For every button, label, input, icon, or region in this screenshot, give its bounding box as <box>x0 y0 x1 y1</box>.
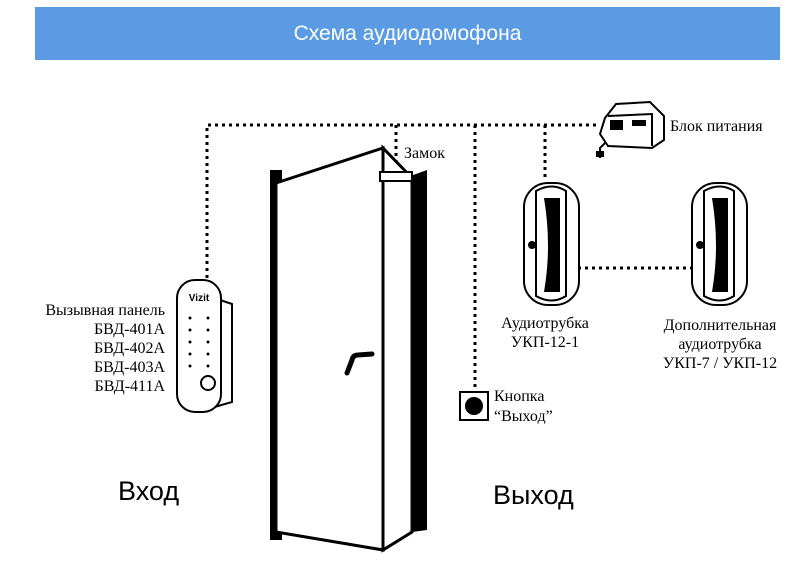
call-panel: Vizit <box>176 279 233 413</box>
call-panel-heading: Вызывная панель <box>45 302 165 319</box>
door-handle <box>344 351 375 376</box>
door-edge <box>381 144 414 553</box>
door <box>270 144 427 553</box>
call-panel-model: БВД-403А <box>93 359 165 376</box>
wiring <box>205 123 692 392</box>
power-supply <box>596 100 665 158</box>
extra-handset <box>691 182 748 306</box>
handset-model: УКП-12-1 <box>510 334 580 351</box>
handset-label: Аудиотрубка УКП-12-1 <box>480 314 610 352</box>
call-button <box>200 375 216 391</box>
extra-handset-line1: Дополнительная <box>663 317 777 334</box>
title-banner: Схема аудиодомофона <box>35 7 780 60</box>
extra-handset-model: УКП-7 / УКП-12 <box>662 355 778 372</box>
call-panel-model: БВД-401А <box>93 321 165 338</box>
door-leaf <box>274 145 385 552</box>
lock <box>379 171 413 182</box>
extra-handset-line2: аудиотрубка <box>678 336 762 353</box>
exit-button <box>459 391 489 421</box>
entry-label: Вход <box>118 476 180 506</box>
handset <box>523 182 580 306</box>
exit-button-line1: Кнопка <box>494 388 545 405</box>
extra-handset-label: Дополнительная аудиотрубка УКП-7 / УКП-1… <box>645 316 795 373</box>
call-panel-label: Вызывная панель БВД-401А БВД-402А БВД-40… <box>10 301 165 396</box>
handset-name: Аудиотрубка <box>501 315 589 332</box>
call-panel-model: БВД-411А <box>94 378 165 395</box>
call-panel-model: БВД-402А <box>93 340 165 357</box>
exit-button-line2: “Выход” <box>494 408 553 425</box>
power-supply-label: Блок питания <box>670 118 763 135</box>
lock-label: Замок <box>404 145 446 162</box>
diagram-title: Схема аудиодомофона <box>293 21 522 45</box>
wire-panel-to-bus <box>205 123 598 292</box>
panel-logo: Vizit <box>189 293 210 304</box>
exit-button-label: Кнопка “Выход” <box>494 387 553 427</box>
exit-label: Выход <box>493 480 574 510</box>
